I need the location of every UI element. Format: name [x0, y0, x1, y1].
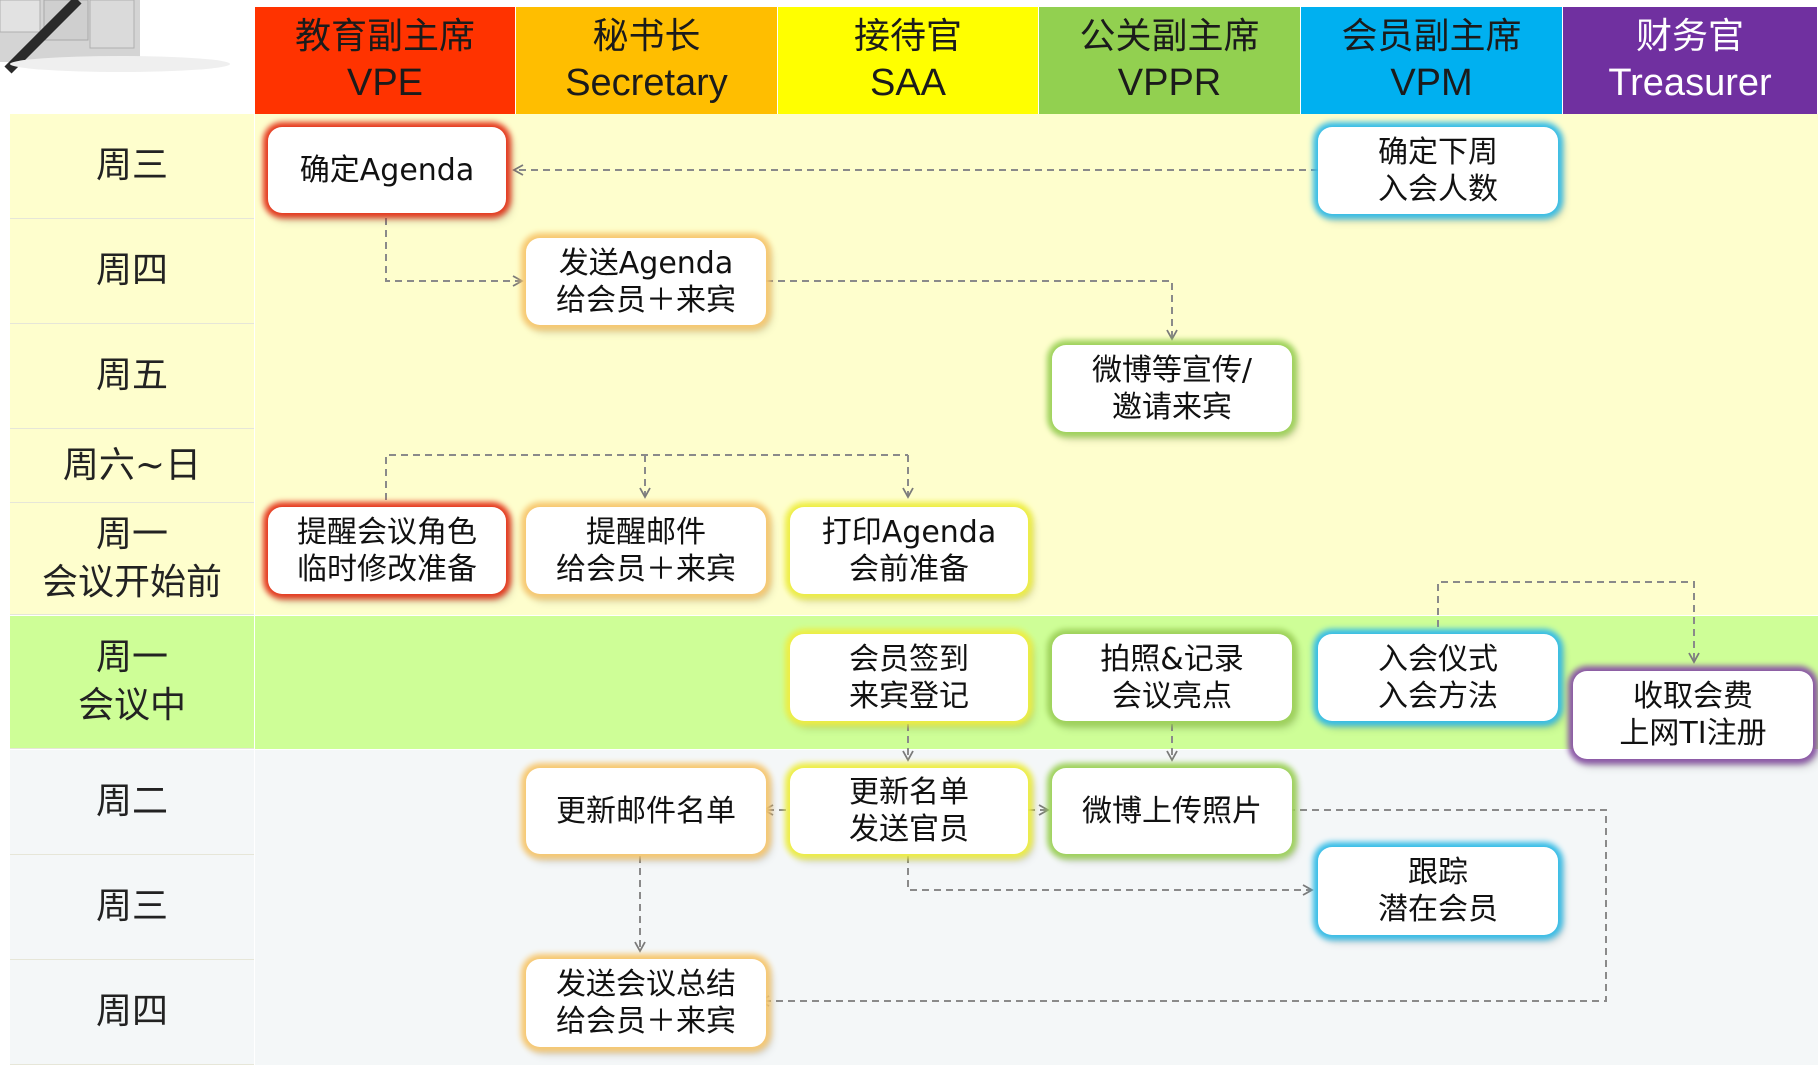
connector-roster-to-followup — [907, 856, 1314, 896]
column-title-cn: 秘书长 — [592, 15, 701, 57]
task-text-line2: 邀请来宾 — [1112, 389, 1232, 425]
row-label-line2: 会议中 — [77, 685, 186, 726]
column-title-en: VPE — [346, 61, 424, 104]
row-label-line1: 周一 — [95, 513, 168, 555]
row-label-weekend: 周六~日 — [10, 429, 254, 503]
task-text-line2: 给会员＋来宾 — [556, 1004, 736, 1039]
connector-weekend-bracket — [385, 454, 908, 500]
task-text-line1: 拍照&记录 — [1100, 641, 1244, 677]
task-print-agenda: 打印Agenda 会前准备 — [790, 507, 1028, 594]
task-induction: 入会仪式 入会方法 — [1318, 634, 1558, 721]
task-text-line1: 确定Agenda — [299, 152, 475, 188]
task-confirm-new-members: 确定下周 入会人数 — [1318, 127, 1558, 214]
task-member-signin: 会员签到 来宾登记 — [790, 634, 1028, 721]
row-label-line2: 会议开始前 — [41, 561, 222, 603]
task-text-line1: 入会仪式 — [1378, 641, 1498, 677]
row-label-line1: 周三 — [95, 886, 168, 927]
connector-send-to-weibo — [766, 280, 1178, 341]
task-text-line1: 发送会议总结 — [556, 967, 736, 1002]
row-label-line1: 周五 — [95, 355, 168, 396]
column-title-en: VPPR — [1117, 61, 1222, 104]
column-title-cn: 会员副主席 — [1341, 15, 1522, 57]
column-header-treasurer: 财务官 Treasurer — [1563, 7, 1818, 114]
task-weibo-promo: 微博等宣传/ 邀请来宾 — [1052, 345, 1292, 432]
row-label-wed-next: 周三 — [10, 855, 254, 960]
task-text-line1: 打印Agenda — [821, 514, 997, 550]
row-label-line1: 周四 — [95, 250, 168, 291]
pencil-blocks-logo-icon — [0, 0, 230, 74]
row-label-wed: 周三 — [10, 114, 254, 219]
task-text-line2: 发送官员 — [849, 812, 969, 847]
column-title-cn: 接待官 — [853, 15, 962, 57]
task-text-line2: 来宾登记 — [849, 678, 969, 714]
task-text-line1: 提醒邮件 — [586, 514, 706, 550]
task-text-line2: 潜在会员 — [1378, 892, 1498, 927]
connector-agenda-to-send — [385, 218, 524, 287]
task-send-agenda: 发送Agenda 给会员＋来宾 — [526, 238, 766, 325]
task-text-line2: 入会方法 — [1378, 678, 1498, 714]
column-title-en: Treasurer — [1608, 61, 1772, 104]
column-title-en: Secretary — [565, 61, 728, 104]
column-title-en: SAA — [869, 61, 947, 104]
task-send-summary: 发送会议总结 给会员＋来宾 — [526, 959, 766, 1047]
task-text-line1: 收取会费 — [1633, 679, 1753, 714]
task-text-line2: 给会员＋来宾 — [556, 282, 736, 318]
task-text-line2: 会议亮点 — [1112, 678, 1232, 714]
task-collect-fees: 收取会费 上网TI注册 — [1573, 671, 1813, 759]
column-header-vpe: 教育副主席 VPE — [255, 7, 516, 114]
column-header-saa: 接待官 SAA — [778, 7, 1039, 114]
task-text-line2: 上网TI注册 — [1619, 716, 1767, 751]
task-text-line1: 更新邮件名单 — [556, 793, 736, 829]
task-text-line2: 临时修改准备 — [297, 551, 477, 587]
task-remind-email: 提醒邮件 给会员＋来宾 — [526, 507, 766, 594]
column-header-vppr: 公关副主席 VPPR — [1039, 7, 1301, 114]
task-text-line1: 提醒会议角色 — [297, 514, 477, 550]
task-update-email-list: 更新邮件名单 — [526, 768, 766, 854]
row-label-mon-before: 周一 会议开始前 — [10, 503, 254, 615]
task-confirm-agenda: 确定Agenda — [268, 127, 506, 213]
row-label-mon-during: 周一 会议中 — [10, 616, 254, 749]
row-label-thu: 周四 — [10, 219, 254, 324]
task-follow-up: 跟踪 潜在会员 — [1318, 847, 1558, 935]
column-title-cn: 教育副主席 — [294, 15, 475, 57]
task-text-line1: 确定下周 — [1378, 134, 1498, 170]
column-header-secretary: 秘书长 Secretary — [516, 7, 778, 114]
row-label-tue: 周二 — [10, 750, 254, 855]
row-label-line1: 周一 — [95, 637, 168, 678]
column-title-cn: 公关副主席 — [1079, 15, 1260, 57]
row-label-line1: 周四 — [95, 991, 168, 1032]
task-photo-highlights: 拍照&记录 会议亮点 — [1052, 634, 1292, 721]
task-remind-roles: 提醒会议角色 临时修改准备 — [268, 507, 506, 594]
column-title-cn: 财务官 — [1635, 15, 1744, 57]
task-text-line1: 微博等宣传/ — [1091, 352, 1253, 388]
column-header-vpm: 会员副主席 VPM — [1301, 7, 1563, 114]
task-text-line1: 发送Agenda — [558, 245, 734, 281]
row-label-line1: 周二 — [95, 781, 168, 822]
row-label-fri: 周五 — [10, 324, 254, 429]
task-text-line2: 会前准备 — [849, 551, 969, 587]
row-label-line1: 周六~日 — [62, 444, 202, 486]
task-text-line2: 给会员＋来宾 — [556, 551, 736, 587]
column-title-en: VPM — [1390, 61, 1473, 104]
task-update-roster: 更新名单 发送官员 — [790, 768, 1028, 854]
row-label-line1: 周三 — [95, 145, 168, 186]
task-text-line1: 微博上传照片 — [1082, 793, 1262, 829]
connector-induction-to-fees — [1437, 581, 1700, 664]
task-text-line1: 跟踪 — [1408, 855, 1468, 890]
task-text-line2: 入会人数 — [1378, 171, 1498, 207]
connector-weibo-to-summary — [758, 809, 1607, 1007]
task-weibo-photos: 微博上传照片 — [1052, 768, 1292, 854]
task-text-line1: 更新名单 — [849, 775, 969, 810]
task-text-line1: 会员签到 — [849, 641, 969, 677]
